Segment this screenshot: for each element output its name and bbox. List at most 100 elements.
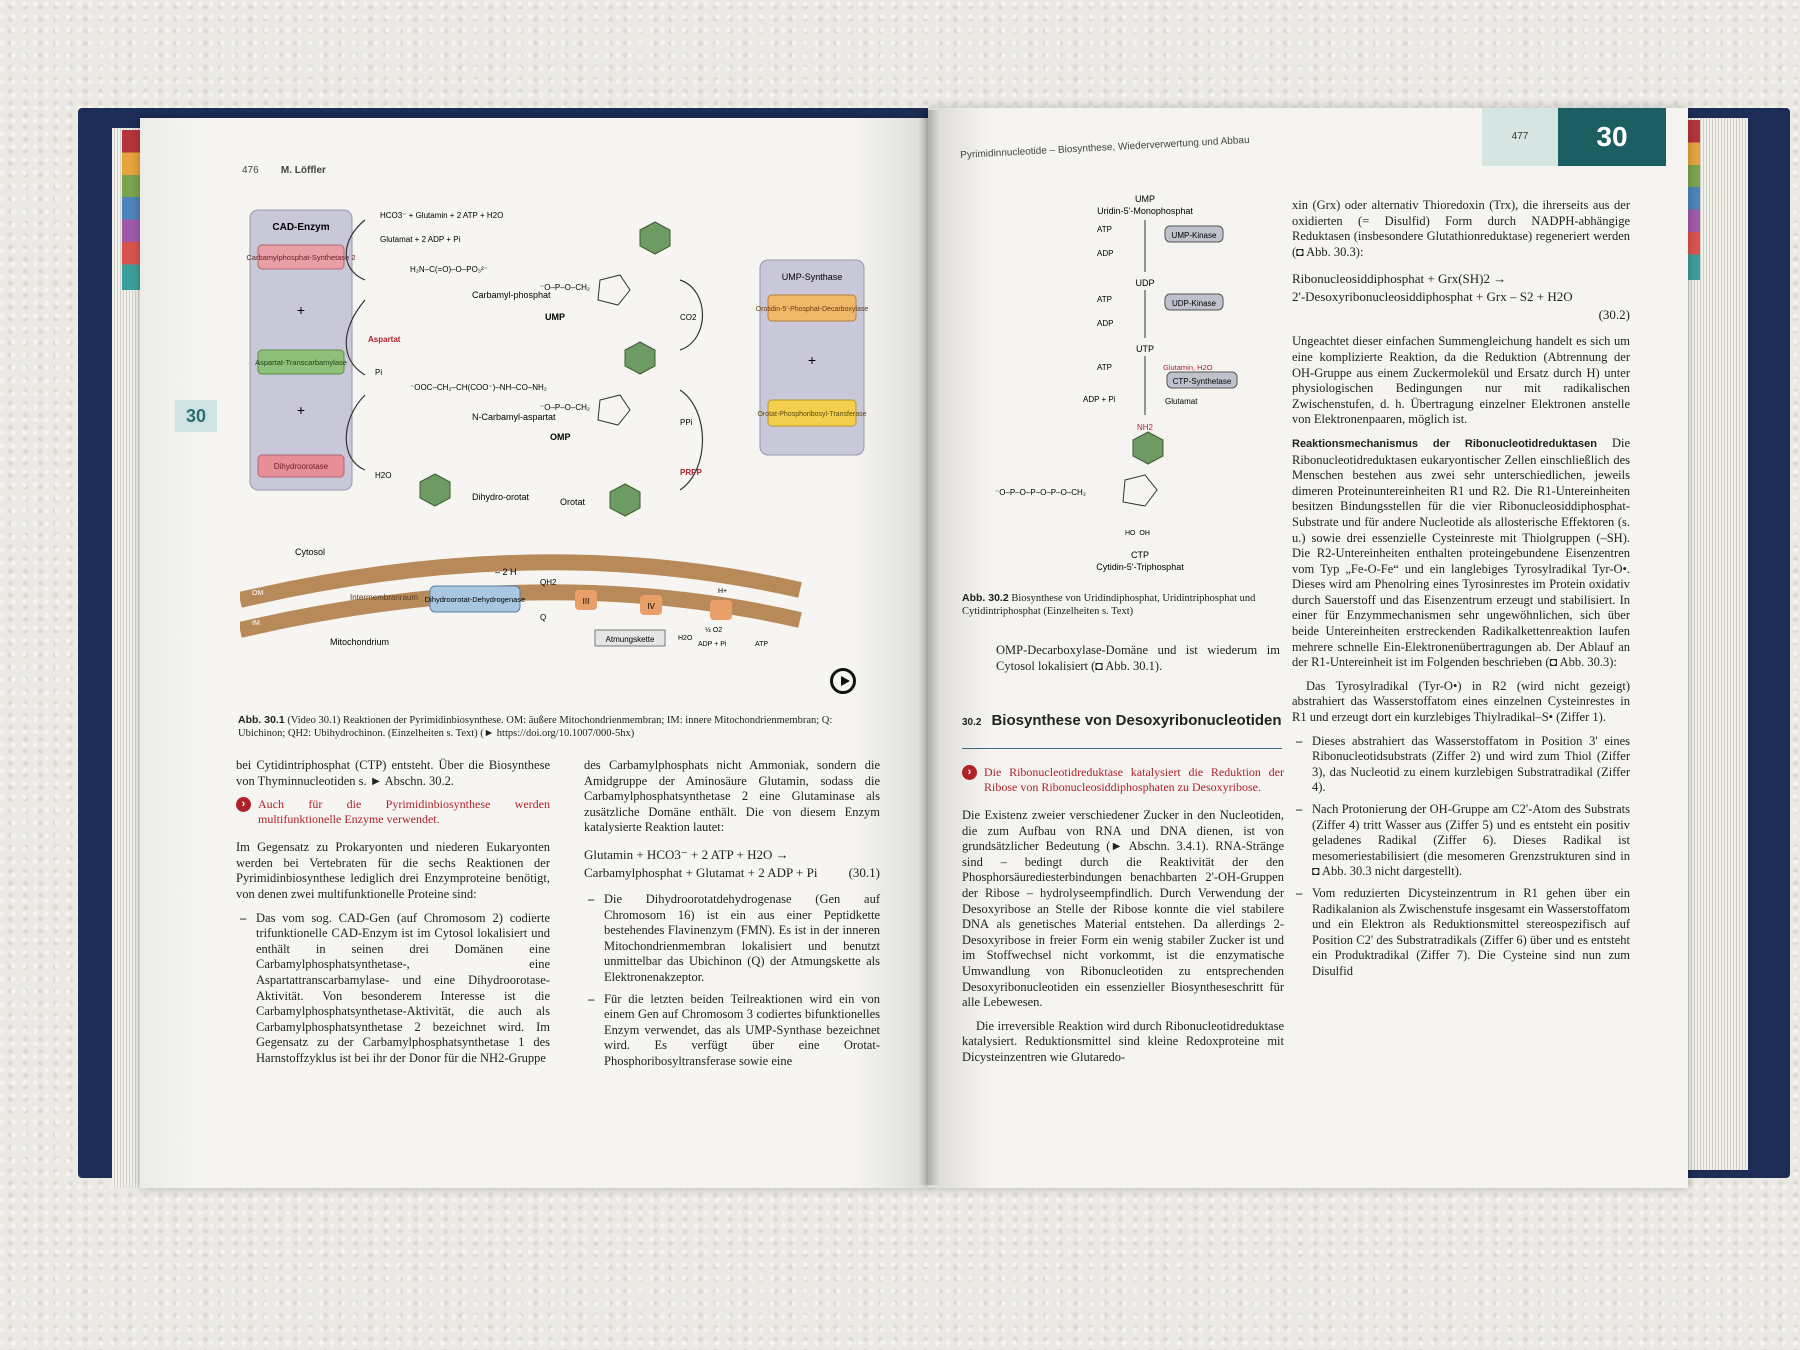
- page-edges-left: [112, 128, 142, 1188]
- mitochondrium-label: Mitochondrium: [330, 637, 389, 647]
- products-step1: Glutamat + 2 ADP + Pi: [380, 235, 461, 244]
- section-number: 30.2: [962, 717, 982, 728]
- ctp-full-label: Cytidin-5'-Triphosphat: [1096, 562, 1184, 572]
- outer-membrane: [240, 554, 802, 608]
- figure-30-2-caption: Abb. 30.2 Biosynthese von Uridindiphosph…: [962, 592, 1282, 618]
- ribose-ring: [1122, 474, 1158, 507]
- dhodh-label: Dihydroorotat-Dehydrogenase: [425, 595, 525, 604]
- ump-synthase-title: UMP-Synthase: [782, 272, 843, 282]
- carbamylphosphat-structure: H₂N–C(=O)–O–PO₃²⁻: [410, 265, 488, 274]
- right-column-1: › Die Ribonucleotidreduktase katalysiert …: [962, 765, 1284, 1074]
- page-number: 476: [242, 165, 259, 176]
- right-column-1-top: OMP-Decarboxylase-Domäne und ist wiederu…: [996, 643, 1280, 682]
- dhodh-box: [429, 585, 521, 613]
- ncarbamyl-label: N-Carbamyl-aspartat: [472, 412, 556, 422]
- paragraph: Im Gegensatz zu Prokaryonten und niedere…: [236, 840, 550, 901]
- udp-kinase-label: UDP-Kinase: [1172, 299, 1217, 308]
- nh2-label: NH2: [1137, 423, 1154, 432]
- cytosol-label: Cytosol: [295, 547, 325, 557]
- play-icon[interactable]: [830, 668, 856, 694]
- complex3-box: [575, 590, 597, 610]
- adp-1: ADP: [1097, 249, 1113, 258]
- udp-kinase-box: [1164, 293, 1224, 311]
- ump-kinase-label: UMP-Kinase: [1172, 231, 1217, 240]
- omp-phosphate: ⁻O–P–O–CH₂: [540, 403, 590, 412]
- complex3-label: III: [583, 597, 590, 606]
- prpp-label: PRPP: [680, 468, 702, 477]
- glutamat-label: Glutamat: [1165, 397, 1198, 406]
- equation-number: (30.1): [848, 864, 880, 880]
- om-label: OM: [252, 590, 263, 597]
- ncarbamyl-structure: ⁻OOC–CH₂–CH(COO⁻)–NH–CO–NH₂: [410, 383, 547, 392]
- equation-number: (30.2): [1598, 307, 1630, 323]
- atc-box: [257, 349, 345, 375]
- arrow-phosphoribosylation: [679, 389, 704, 491]
- equation-line: 2'-Desoxyribonucleosiddiphosphat + Grx –…: [1292, 289, 1573, 305]
- atp-3: ATP: [1097, 363, 1112, 372]
- ctp-label: CTP: [1131, 550, 1149, 560]
- atp-synthase-box: [710, 600, 732, 620]
- intermembranraum-label: Intermembranraum: [350, 593, 418, 602]
- chapter-tab-left: 30: [175, 400, 217, 432]
- ump-ribose: [597, 274, 631, 306]
- omp-label: OMP: [550, 432, 571, 442]
- pi-label: Pi: [375, 368, 382, 377]
- udp-label: UDP: [1135, 278, 1154, 288]
- callout-text: Die Ribonucleotidreduktase katalysiert d…: [984, 765, 1284, 794]
- caption-label: Abb. 30.2: [962, 592, 1009, 604]
- adp-pi-label: ADP + Pi: [698, 641, 727, 648]
- ompdc-label: Orotidin-5'-Phosphat-Decarboxylase: [756, 306, 869, 313]
- ump-label: UMP: [1135, 194, 1155, 204]
- paragraph: OMP-Decarboxylase-Domäne und ist wiederu…: [996, 643, 1280, 673]
- aspartat-label: Aspartat: [368, 335, 401, 344]
- arrow-step1: [345, 219, 366, 281]
- chapter-tab-right: 30: [1558, 108, 1666, 166]
- left-column-2: des Carbamylphosphats nicht Ammoniak, so…: [584, 758, 880, 1076]
- omp-ribose: [597, 394, 631, 426]
- right-column-2: xin (Grx) oder alternativ Thioredoxin (T…: [1292, 198, 1630, 986]
- arrow-icon: ›: [962, 765, 977, 780]
- complex4-box: [640, 595, 662, 615]
- carbamylphosphat-label: Carbamyl-phosphat: [472, 290, 551, 300]
- callout: ›Auch für die Pyrimidinbiosynthese werde…: [236, 797, 550, 826]
- page-edges-right: [1680, 118, 1748, 1170]
- left-page-header: 476 M. Löffler: [242, 165, 326, 176]
- figure-30-1: CAD-Enzym Carbamylphosphat-Synthetase 2 …: [240, 209, 869, 648]
- triphosphate-chain: ⁻O–P–O–P–O–P–O–CH₂: [995, 488, 1086, 497]
- complex4-label: IV: [647, 602, 655, 611]
- paragraph-text: Die Ribonucleotidreduktasen eukaryontisc…: [1292, 435, 1630, 670]
- equation-30-1: Glutamin + HCO3⁻ + 2 ATP + H2O → Carbamy…: [584, 846, 880, 882]
- section-title: Biosynthese von Desoxyribonucleotiden: [991, 712, 1282, 729]
- list-item: Das vom sog. CAD-Gen (auf Chromosom 2) c…: [236, 911, 550, 1067]
- dihydroorotat-ring: [419, 473, 451, 507]
- caption-text: Biosynthese von Uridindiphosphat, Uridin…: [962, 593, 1256, 617]
- left-column-1: bei Cytidintriphosphat (CTP) entsteht. Ü…: [236, 758, 550, 1073]
- paragraph: Die irreversible Reaktion wird durch Rib…: [962, 1018, 1284, 1064]
- caption-label: Abb. 30.1: [238, 714, 285, 726]
- cps2-label: Carbamylphosphat-Synthetase 2: [246, 253, 355, 262]
- hplus-label: H+: [718, 588, 727, 595]
- omp-ring: [624, 341, 656, 375]
- orotat-label: Orotat: [560, 497, 586, 507]
- paragraph: des Carbamylphosphats nicht Ammoniak, so…: [584, 758, 880, 835]
- paragraph: xin (Grx) oder alternativ Thioredoxin (T…: [1292, 198, 1630, 259]
- utp-label: UTP: [1136, 344, 1154, 354]
- ribose-oh: HO OH: [1125, 530, 1150, 537]
- q-label: Q: [540, 613, 546, 622]
- author: M. Löffler: [280, 165, 326, 176]
- paragraph: bei Cytidintriphosphat (CTP) entsteht. Ü…: [236, 758, 550, 788]
- ump-phosphate: ⁻O–P–O–CH₂: [540, 283, 590, 292]
- cad-enzyme-title: CAD-Enzym: [272, 222, 329, 233]
- atp-1: ATP: [1097, 225, 1112, 234]
- arrow-icon: ›: [236, 797, 251, 813]
- co2-label: CO2: [680, 313, 697, 322]
- list-item: Die Dihydroorotatdehydrogenase (Gen auf …: [584, 892, 880, 986]
- h2o-label: H2O: [375, 471, 391, 480]
- atmungskette-label: Atmungskette: [606, 635, 655, 644]
- cps2-box: [257, 244, 345, 270]
- atp-2: ATP: [1097, 295, 1112, 304]
- ctp-synthetase-box: [1166, 371, 1238, 389]
- paragraph: Die Existenz zweier verschiedener Zucker…: [962, 808, 1284, 1010]
- page-number: 477: [1482, 108, 1558, 166]
